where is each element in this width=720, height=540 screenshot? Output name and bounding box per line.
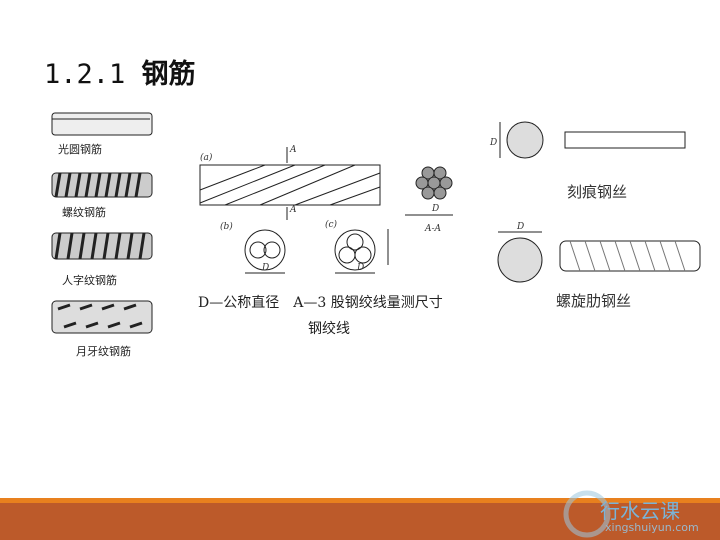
dim-indented: D bbox=[490, 138, 498, 148]
section-mark-bottom: A bbox=[290, 205, 297, 215]
fig-c-label: (c) bbox=[325, 220, 338, 230]
footer-bar bbox=[0, 503, 720, 540]
label-threaded-bar: 螺纹钢筋 bbox=[62, 206, 106, 219]
slide-title: 1.2.1 钢筋 bbox=[44, 52, 196, 91]
title-number: 1.2.1 bbox=[44, 59, 126, 90]
title-text: 钢筋 bbox=[141, 59, 196, 90]
dim-spiral: D bbox=[517, 222, 525, 232]
herringbone-bar bbox=[51, 232, 153, 260]
label-plain-bar: 光圆钢筋 bbox=[58, 143, 102, 156]
fig-b-label: (b) bbox=[220, 222, 233, 232]
dim-c: D bbox=[357, 263, 365, 273]
watermark-url: xingshuiyun.com bbox=[605, 521, 699, 534]
label-spiral-wire: 螺旋肋钢丝 bbox=[556, 292, 632, 310]
crescent-bar bbox=[51, 300, 153, 334]
label-herringbone-bar: 人字纹钢筋 bbox=[62, 274, 117, 287]
section-label: A-A bbox=[425, 224, 442, 234]
watermark-name: 行水云课 bbox=[600, 499, 680, 523]
strand-caption: 钢绞线 bbox=[308, 321, 350, 337]
strand-illustration bbox=[199, 147, 453, 274]
dim-b: D bbox=[262, 263, 270, 273]
footer-accent-line bbox=[0, 498, 720, 503]
watermark-logo-icon bbox=[563, 490, 611, 538]
rebar-illustrations bbox=[51, 112, 153, 334]
fig-a-label: (a) bbox=[200, 153, 213, 163]
threaded-bar bbox=[51, 172, 153, 198]
dim-section: D bbox=[432, 204, 440, 214]
section-mark-top: A bbox=[290, 145, 297, 155]
label-crescent-bar: 月牙纹钢筋 bbox=[76, 345, 131, 358]
strand-legend: D—公称直径 A—3 股钢绞线量测尺寸 bbox=[198, 295, 443, 311]
plain-bar bbox=[51, 112, 153, 136]
label-indented-wire: 刻痕钢丝 bbox=[567, 183, 628, 201]
wire-illustrations bbox=[497, 121, 701, 283]
